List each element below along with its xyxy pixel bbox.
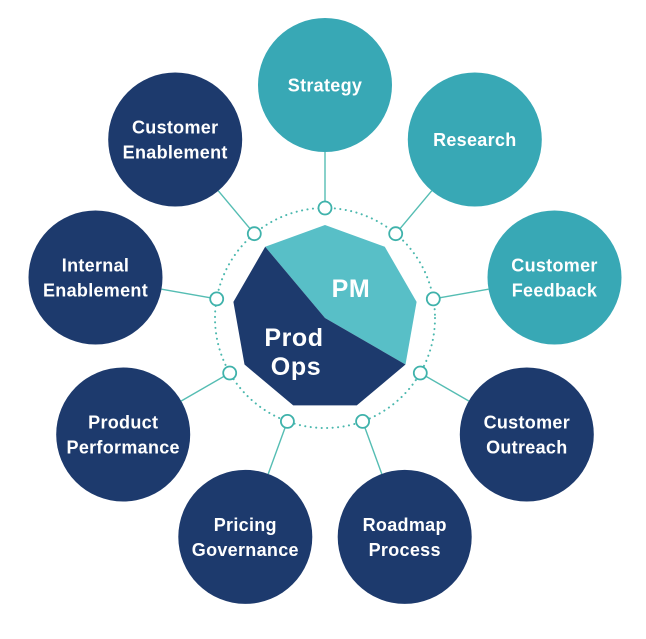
label-strategy: Strategy bbox=[288, 76, 362, 96]
pm-segment bbox=[265, 225, 417, 365]
label-line: Outreach bbox=[486, 438, 567, 458]
pm-label-line: PM bbox=[332, 275, 371, 303]
pm-label: PM bbox=[332, 275, 371, 303]
connector-line-customer-enablement bbox=[217, 190, 251, 229]
ring-node-customer-feedback bbox=[425, 291, 441, 307]
label-line: Process bbox=[369, 540, 441, 560]
ring-node-product-performance bbox=[222, 365, 238, 381]
circle-product-performance bbox=[56, 367, 191, 502]
ring-node-pricing-governance bbox=[279, 413, 295, 429]
ring-node-strategy bbox=[317, 200, 333, 216]
label-line: Strategy bbox=[288, 76, 362, 96]
label-line: Pricing bbox=[214, 515, 277, 535]
label-research: Research bbox=[433, 130, 516, 150]
circle-internal-enablement bbox=[28, 210, 163, 345]
circle-research bbox=[407, 72, 542, 207]
label-line: Internal bbox=[62, 256, 129, 276]
connector-line-roadmap-process bbox=[364, 427, 383, 475]
label-line: Feedback bbox=[512, 281, 598, 301]
label-line: Performance bbox=[67, 438, 180, 458]
label-line: Roadmap bbox=[363, 515, 447, 535]
circle-customer-outreach bbox=[459, 367, 594, 502]
label-line: Enablement bbox=[123, 143, 228, 163]
connector-line-customer-feedback bbox=[440, 288, 489, 299]
prod-ops-label-line: Prod bbox=[264, 324, 323, 352]
circle-strategy bbox=[258, 18, 392, 152]
connector-line-internal-enablement bbox=[161, 288, 210, 299]
ring-node-internal-enablement bbox=[209, 291, 225, 307]
connector-line-research bbox=[399, 190, 433, 229]
circle-customer-feedback bbox=[487, 210, 622, 345]
label-line: Enablement bbox=[43, 281, 148, 301]
label-line: Product bbox=[88, 413, 158, 433]
prod-ops-label-line: Ops bbox=[271, 353, 321, 381]
circle-pricing-governance bbox=[178, 469, 313, 604]
connector-line-customer-outreach bbox=[425, 375, 470, 402]
circle-customer-enablement bbox=[108, 72, 243, 207]
connector-line-product-performance bbox=[180, 375, 225, 402]
circle-roadmap-process bbox=[337, 469, 472, 604]
ring-node-research bbox=[388, 226, 404, 242]
connector-line-pricing-governance bbox=[267, 427, 286, 475]
label-line: Customer bbox=[511, 256, 597, 276]
label-line: Research bbox=[433, 130, 516, 150]
prod-ops-segment bbox=[233, 246, 406, 406]
label-line: Governance bbox=[192, 540, 299, 560]
ring-node-roadmap-process bbox=[355, 413, 371, 429]
label-line: Customer bbox=[132, 118, 218, 138]
ring-node-customer-outreach bbox=[412, 365, 428, 381]
label-line: Customer bbox=[484, 413, 570, 433]
ring-node-customer-enablement bbox=[246, 226, 262, 242]
